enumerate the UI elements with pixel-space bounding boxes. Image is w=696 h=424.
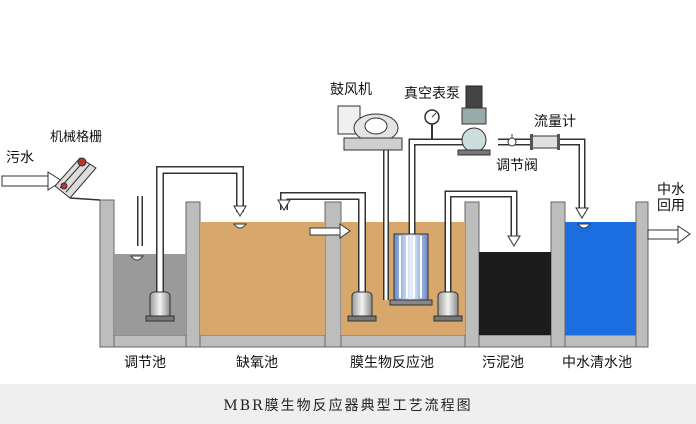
caption-band [0, 384, 696, 424]
vacuum-gauge-icon [424, 109, 440, 140]
diagram-caption: MBR膜生物反应器典型工艺流程图 [223, 398, 473, 414]
tank-label-sludge: 污泥池 [482, 355, 524, 371]
flow-meter-icon [530, 134, 560, 150]
flow-arrow-down [575, 207, 589, 219]
vacuum-pump-icon [457, 85, 491, 156]
clean-water-tank-liquid [565, 222, 636, 335]
flow-meter-label: 流量计 [534, 114, 576, 130]
control-valve-icon [507, 134, 517, 147]
water-level-mark [576, 223, 592, 229]
tank-label-anoxic: 缺氧池 [236, 355, 278, 371]
reuse-water-label: 中水回用 [657, 182, 685, 214]
flow-arrow-down [507, 235, 521, 247]
submersible-pump-icon [145, 291, 175, 322]
blower-label: 鼓风机 [330, 82, 372, 98]
control-valve-label: 调节阀 [496, 158, 538, 174]
tank-label-mbr: 膜生物反应池 [350, 355, 434, 371]
vacuum-pump-label: 真空表泵 [404, 86, 460, 102]
tank-label-equalization: 调节池 [124, 355, 166, 371]
blower-icon [337, 105, 403, 151]
flow-arrow-down [277, 199, 291, 211]
submersible-pump-icon [347, 291, 377, 322]
anoxic-tank-liquid [200, 222, 325, 335]
reuse-outlet-arrow [647, 225, 691, 244]
sludge-tank-liquid [479, 252, 551, 335]
sewage-inlet-arrow [1, 171, 63, 191]
water-level-mark [129, 255, 145, 261]
membrane-module-icon [389, 233, 433, 306]
sewage-in-label: 污水 [6, 150, 34, 166]
mechanical-grille-icon [54, 157, 101, 201]
tank-label-clean-water: 中水清水池 [562, 355, 632, 371]
water-level-mark [232, 223, 248, 229]
flow-arrow-down [233, 205, 247, 217]
mechanical-grille-label: 机械格栅 [50, 130, 103, 145]
submersible-pump-icon [433, 291, 463, 322]
overflow-arrow [309, 223, 351, 239]
